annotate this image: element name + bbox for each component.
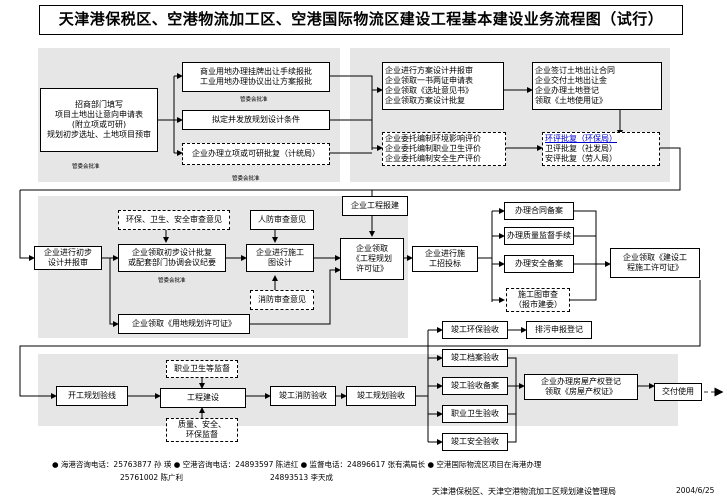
eval-line-1: 环评批复（环保局） [545,134,617,143]
contract-line-1: 企业签订土地出让合同 [535,66,615,75]
start-line-3: (附立项或可研) [71,120,127,129]
receive-approval-note: 管委会批准 [158,278,186,284]
issuer-text: 天津港保税区、天津空港物流加工区规划建设管理局 [432,487,616,496]
planning-permit-box: 企业领取 《工程规划 许可证》 [340,238,404,280]
property-registration-box: 企业办理房屋产权登记 领取《房屋产权证》 [524,374,638,400]
delegate-line-3: 企业委托编制安全生产评价 [385,154,481,163]
project-registration-box: 企业工程报建 [342,196,408,216]
contract-line-4: 领取《土地使用证》 [535,96,607,105]
contact-line-2a: 25761002 陈广利 [120,473,184,482]
permit-line-2: 《工程规划 [352,254,392,263]
start-line-2: 项目土地出让意向申请表 [55,110,143,119]
quality-safety-box: 质量、安全、 环保监督 [166,418,238,442]
bidding-box: 企业进行施 工招投标 [412,246,478,272]
eval-line-3: 安评批复（劳人局） [545,154,617,163]
construction-drawing-box: 企业进行施工 图设计 [246,244,314,272]
start-approval-note: 管委会批准 [72,164,100,170]
drawing-audit-box: 施工图审查 （报市建委） [506,288,570,312]
cpermit-line-1: 企业领取《建设工 [623,253,687,262]
hygiene-acceptance-box: 职业卫生验收 [442,405,508,423]
quality-supervision-box: 办理质量监督手续 [504,227,574,245]
plan-line-1: 商业用地办理挂牌出让手续报批 [200,67,312,76]
safety-acceptance-box: 竣工安全验收 [442,433,508,451]
land-use-permit-box: 企业领取《用地规划许可证》 [118,314,250,334]
page-title: 天津港保税区、空港物流加工区、空港国际物流区建设工程基本建设业务流程图（试行） [39,5,683,35]
contract-line-3: 企业办理土地登记 [535,86,599,95]
construction-permit-box: 企业领取《建设工 程施工许可证》 [610,248,700,278]
cpermit-line-2: 程施工许可证》 [627,263,683,272]
construction-box: 工程建设 [160,388,246,408]
supervise-line-2: 环保监督 [186,430,218,439]
planning-acceptance-box: 竣工规划验收 [346,386,416,406]
scheme-design-box: 企业进行方案设计并报审 企业领取一书两证申请表 企业领取《选址意见书》 企业领取… [382,62,504,110]
approval-note: 管委会批准 [232,176,260,182]
contract-line-2: 企业交付土地出让金 [535,76,607,85]
evaluation-delegation-box: 企业委托编制环境影响评价 企业委托编制职业卫生评价 企业委托编制安全生产评价 [382,132,506,166]
preliminary-approval-box: 企业领取初步设计批复 或配套部门协调会议纪要 [118,244,226,272]
supervise-line-1: 质量、安全、 [178,420,226,429]
prelim-line-1: 企业进行初步 [44,248,92,257]
layout-check-box: 开工规划验线 [56,386,128,406]
environment-acceptance-box: 竣工环保验收 [442,321,508,339]
issue-date: 2004/6/25 [676,486,715,495]
plan-line-2: 工业用地办理协议出让方案报批 [200,77,312,86]
land-transfer-plan-box: 商业用地办理挂牌出让手续报批 工业用地办理协议出让方案报批 [182,62,330,92]
civil-defense-review-box: 人防审查意见 [250,210,314,230]
acceptance-record-box: 竣工验收备案 [442,377,508,395]
prelim-line-2: 设计并报审 [48,258,88,267]
design-line-1: 企业进行方案设计并报审 [385,66,473,75]
start-line-1: 招商部门填写 [75,100,123,109]
design-line-4: 企业领取方案设计批复 [385,96,465,105]
audit-line-2: （报市建委） [514,300,562,309]
pollution-registration-box: 排污申报登记 [526,321,592,339]
project-approval-box: 企业办理立项或可研批复（计统局） [182,143,330,165]
cdesign-line-2: 图设计 [268,258,292,267]
fire-review-box: 消防审查意见 [250,290,314,310]
preliminary-design-box: 企业进行初步 设计并报审 [34,246,102,270]
delegate-line-1: 企业委托编制环境影响评价 [385,134,481,143]
evaluation-approval-box: 环评批复（环保局） 卫评批复（社发局） 安评批复（劳人局） [542,132,660,166]
receive-line-2: 或配套部门协调会议纪要 [128,258,216,267]
audit-line-1: 施工图审查 [518,290,558,299]
safety-record-box: 办理安全备案 [504,255,574,273]
project-application-box: 招商部门填写 项目土地出让意向申请表 (附立项或可研) 规划初步选址、土地项目预… [40,88,158,152]
fire-acceptance-box: 竣工消防验收 [270,386,336,406]
delegate-line-2: 企业委托编制职业卫生评价 [385,144,481,153]
archive-acceptance-box: 竣工档案验收 [442,349,508,367]
start-line-4: 规划初步选址、土地项目预审 [47,130,151,139]
permit-line-1: 企业领取 [356,244,388,253]
cdesign-line-1: 企业进行施工 [256,248,304,257]
property-line-2: 领取《房屋产权证》 [545,387,617,396]
environment-review-box: 环保、卫生、安全审查意见 [118,210,230,230]
receive-line-1: 企业领取初步设计批复 [132,248,212,257]
property-line-1: 企业办理房屋产权登记 [541,377,621,386]
contact-line-1: ● 海港咨询电话：25763877 孙 瑛 ● 空港咨询电话：24893597 … [52,460,542,469]
eval-line-2: 卫评批复（社发局） [545,144,617,153]
contract-record-box: 办理合同备案 [504,202,574,220]
contact-line-2b: 24893513 李天成 [270,473,334,482]
bid-line-2: 工招投标 [429,259,461,268]
design-line-2: 企业领取一书两证申请表 [385,76,473,85]
permit-line-3: 许可证》 [356,264,388,273]
land-contract-box: 企业签订土地出让合同 企业交付土地出让金 企业办理土地登记 领取《土地使用证》 [532,62,662,110]
plan-approval-note: 管委会批准 [240,97,268,103]
delivery-box: 交付使用 [654,383,702,401]
design-line-3: 企业领取《选址意见书》 [385,86,473,95]
planning-conditions-box: 拟定并发放规划设计条件 [182,110,330,130]
bid-line-1: 企业进行施 [425,249,465,258]
health-supervision-box: 职业卫生等监督 [166,360,238,378]
